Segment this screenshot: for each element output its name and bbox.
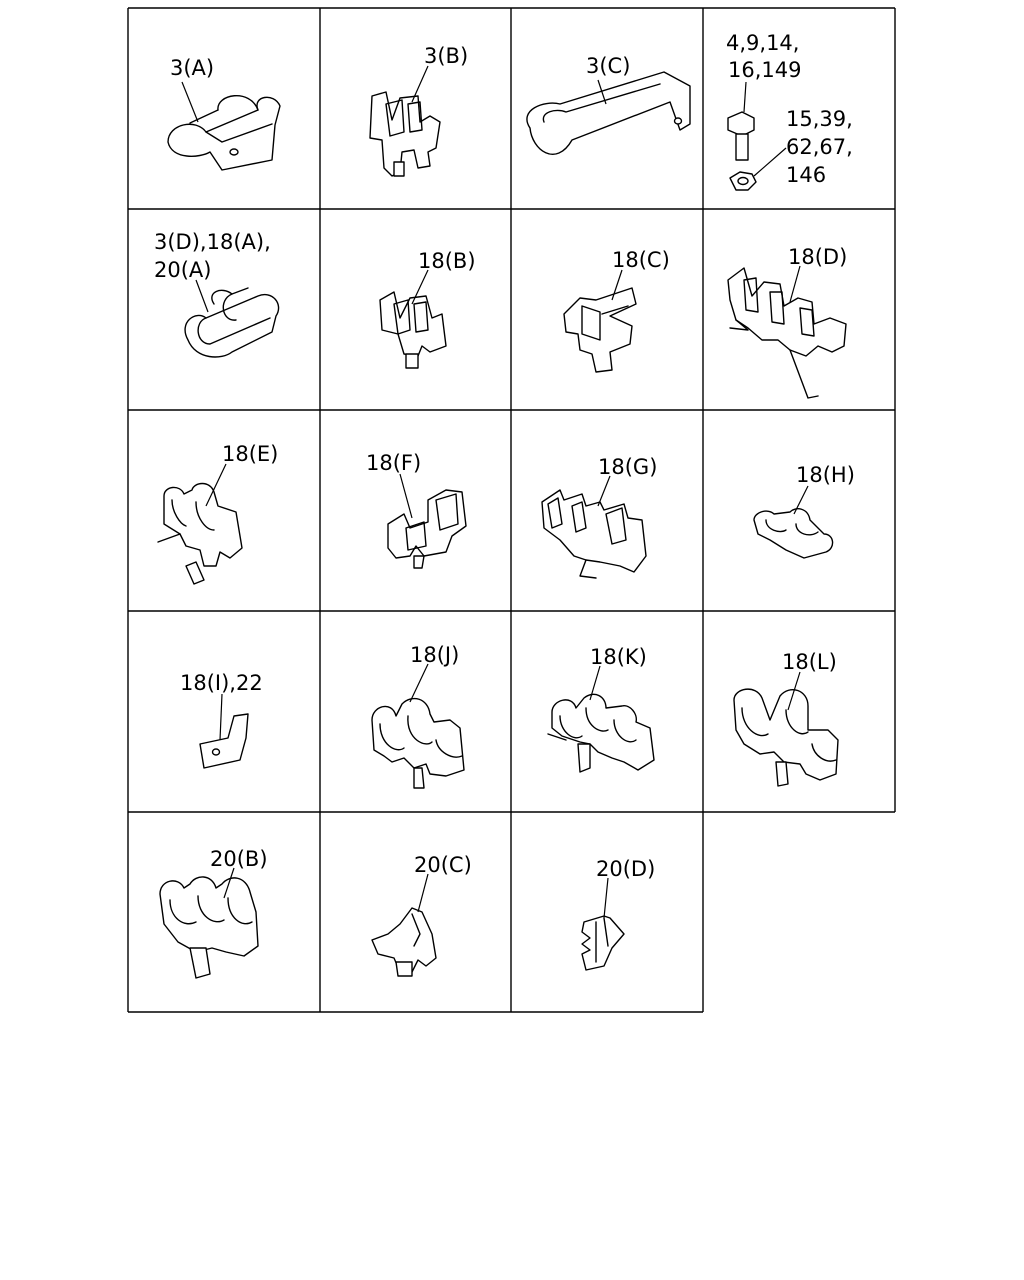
label-3a: 3(A)	[170, 56, 214, 80]
label-20c: 20(C)	[414, 853, 472, 877]
label-18h: 18(H)	[796, 463, 855, 487]
label-nut-nos-c: 146	[786, 163, 826, 187]
parts-grid	[127, 7, 896, 1013]
label-3b: 3(B)	[424, 44, 468, 68]
label-18b: 18(B)	[418, 249, 476, 273]
part-bolt-and-nut	[727, 111, 757, 191]
part-3d-spiral-clip	[184, 287, 280, 358]
label-18g: 18(G)	[598, 455, 657, 479]
label-3d-a: 3(D),18(A),	[154, 230, 271, 254]
part-18b-clip	[379, 291, 447, 369]
label-18k: 18(K)	[590, 645, 647, 669]
part-18g-clip	[541, 489, 647, 579]
part-20d-clip	[581, 915, 625, 971]
label-nut-nos-a: 15,39,	[786, 107, 853, 131]
label-18c: 18(C)	[612, 248, 670, 272]
label-18d: 18(D)	[788, 245, 847, 269]
part-20b-clip	[159, 876, 259, 979]
part-3a-clamp	[167, 94, 281, 171]
part-3c-hook	[526, 71, 691, 155]
label-3d-b: 20(A)	[154, 258, 211, 282]
part-18c-clip	[563, 287, 637, 373]
part-18e-clip	[157, 482, 243, 585]
label-18j: 18(J)	[410, 643, 459, 667]
part-18d-clip	[727, 267, 847, 399]
label-bolt-nos-b: 16,149	[728, 58, 801, 82]
label-18e: 18(E)	[222, 442, 278, 466]
part-18h-clip	[753, 508, 834, 559]
part-18j-clip	[371, 697, 465, 789]
label-18i-22: 18(I),22	[180, 671, 263, 695]
part-20c-clip	[371, 907, 437, 977]
label-20d: 20(D)	[596, 857, 655, 881]
label-18l: 18(L)	[782, 650, 837, 674]
part-18f-clip	[387, 489, 467, 569]
part-18k-clip	[547, 693, 655, 773]
part-3b-clip	[369, 91, 441, 177]
label-bolt-nos-a: 4,9,14,	[726, 31, 799, 55]
label-nut-nos-b: 62,67,	[786, 135, 853, 159]
label-20b: 20(B)	[210, 847, 268, 871]
label-3c: 3(C)	[586, 54, 630, 78]
part-18l-clip	[733, 688, 839, 787]
label-18f: 18(F)	[366, 451, 421, 475]
part-18i-bracket	[199, 713, 249, 769]
